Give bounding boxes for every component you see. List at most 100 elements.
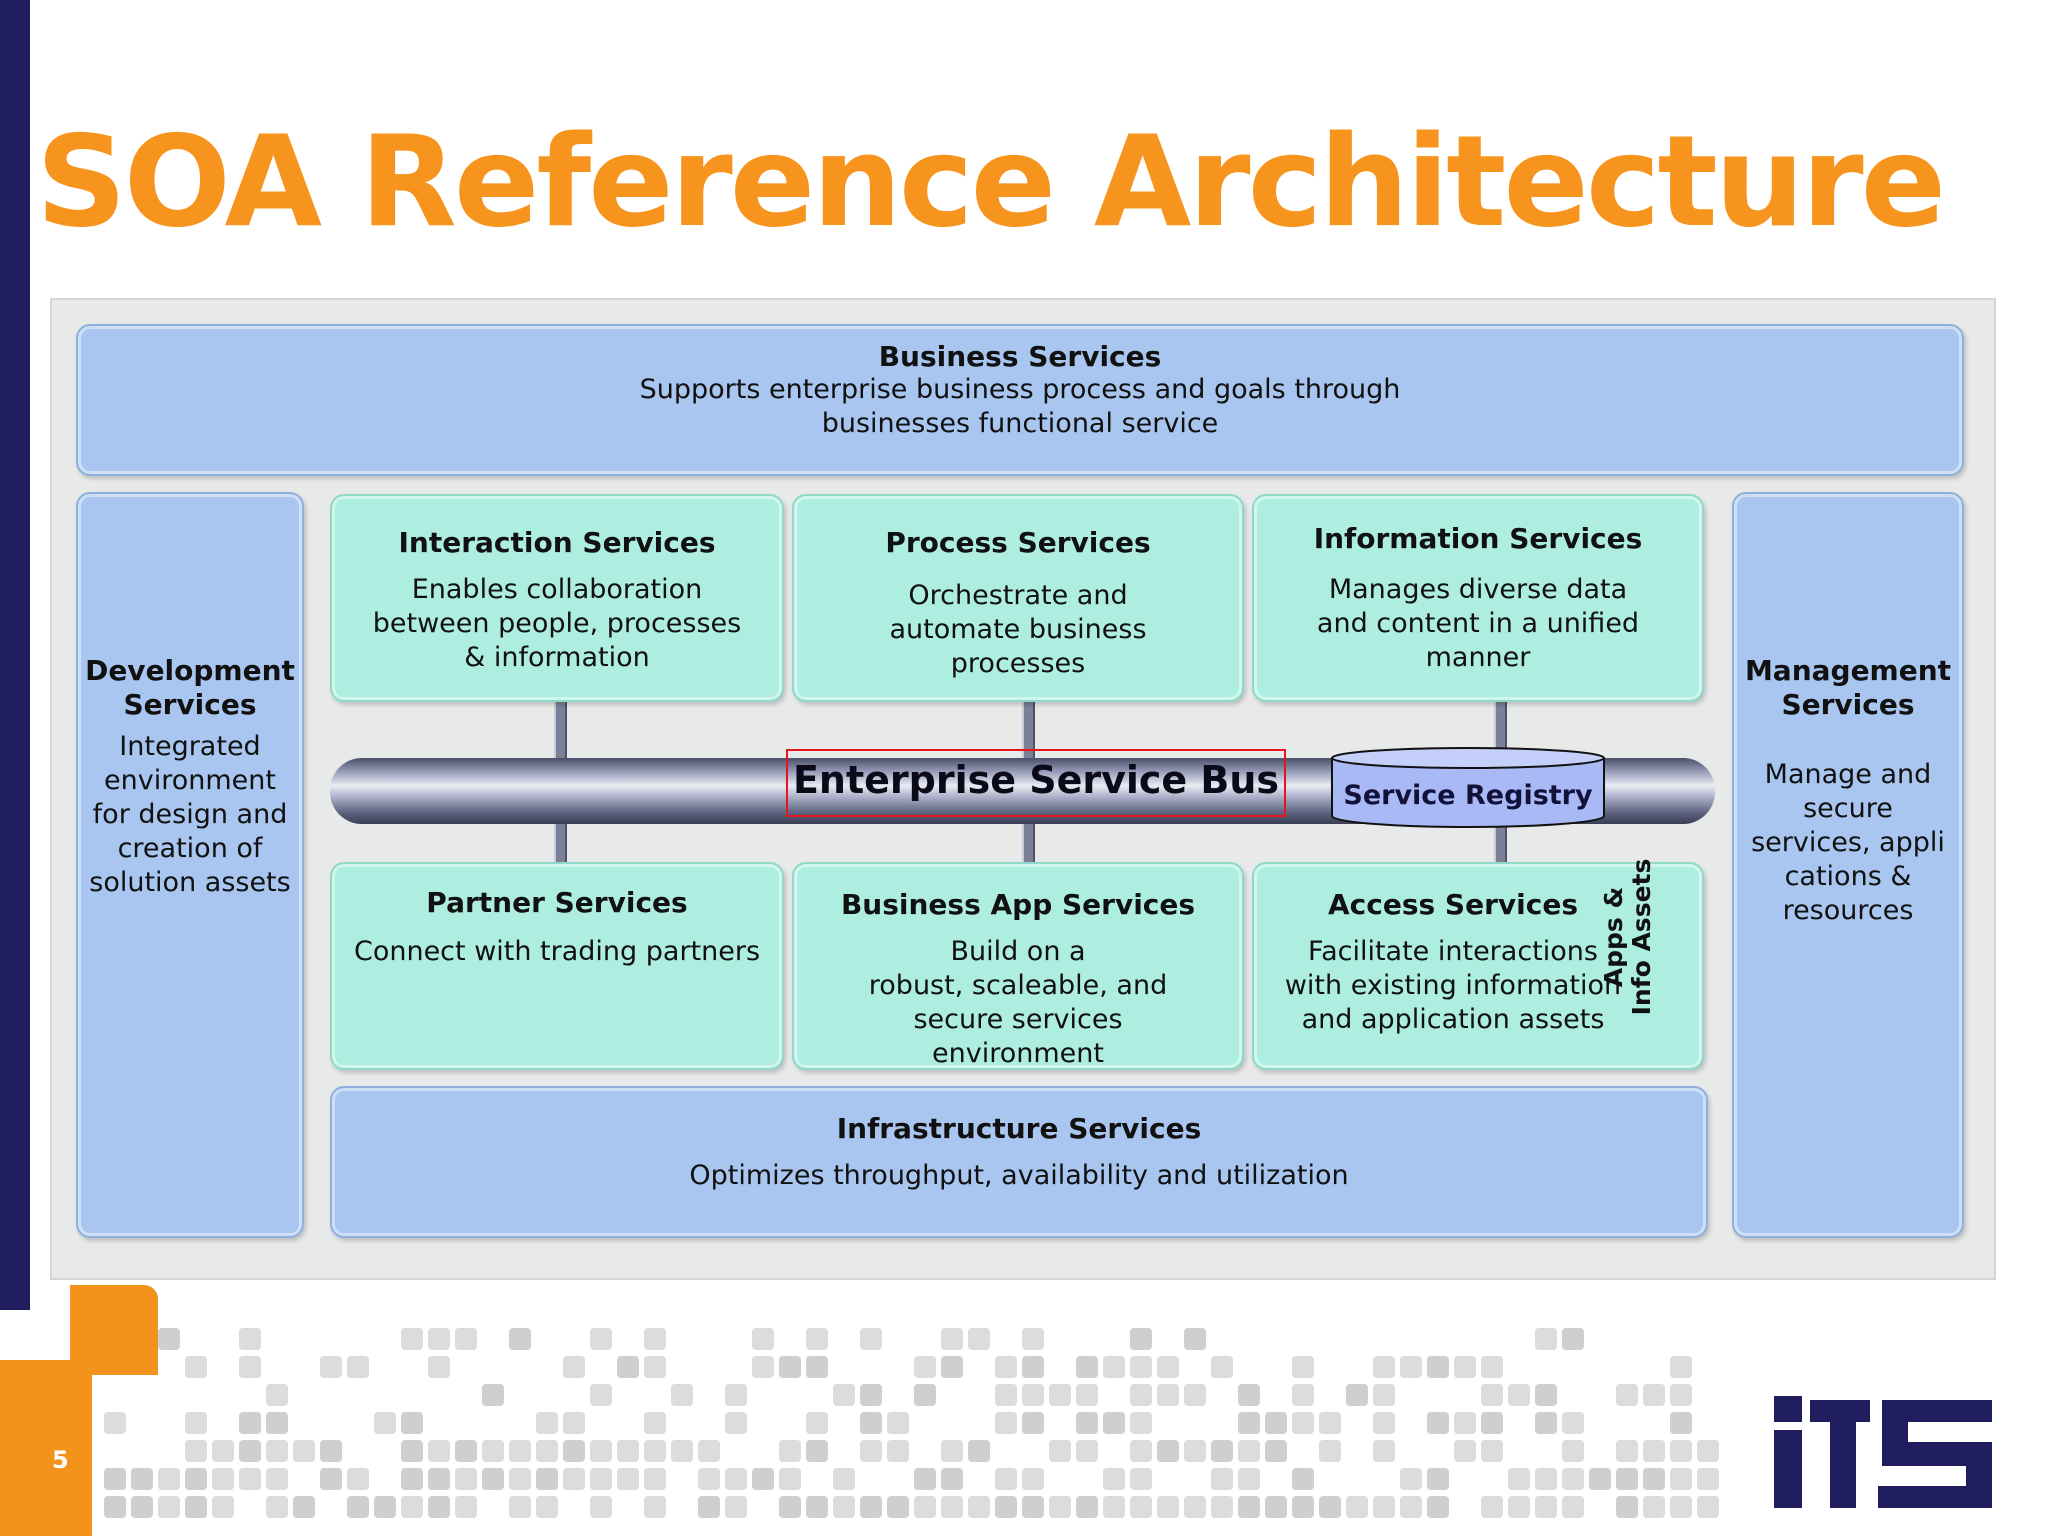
process-services-desc-1: Orchestrate and: [908, 580, 1128, 611]
pixel-block: [1427, 1356, 1449, 1378]
access-services-desc-3: and application assets: [1301, 1004, 1605, 1035]
pixel-block: [1670, 1496, 1692, 1518]
pixel-block: [1184, 1496, 1206, 1518]
pixel-block: [1076, 1384, 1098, 1406]
pixel-block: [1157, 1496, 1179, 1518]
pixel-block: [509, 1440, 531, 1462]
information-services-box: Information Services Manages diverse dat…: [1252, 494, 1704, 702]
pixel-block: [833, 1468, 855, 1490]
pixel-block: [1589, 1468, 1611, 1490]
pixel-block: [1535, 1496, 1557, 1518]
interaction-services-title: Interaction Services: [398, 526, 716, 559]
interaction-services-desc-3: & information: [464, 642, 650, 673]
pixel-block: [1022, 1328, 1044, 1350]
pixel-block: [185, 1496, 207, 1518]
pixel-block: [185, 1412, 207, 1434]
development-services-box: Development Services Integrated environm…: [76, 492, 304, 1238]
business-app-services-desc-1: Build on a: [950, 936, 1086, 967]
pixel-block: [1211, 1468, 1233, 1490]
pixel-block: [509, 1496, 531, 1518]
pixel-block: [779, 1356, 801, 1378]
pixel-block: [806, 1356, 828, 1378]
pixel-block: [1481, 1412, 1503, 1434]
pixel-block: [860, 1496, 882, 1518]
pixel-block: [914, 1384, 936, 1406]
pixel-block: [1130, 1328, 1152, 1350]
pixel-block: [914, 1496, 936, 1518]
pixel-block: [1238, 1440, 1260, 1462]
pixel-block: [1697, 1440, 1719, 1462]
business-services-desc-2: businesses functional service: [821, 408, 1219, 439]
pixel-block: [1643, 1384, 1665, 1406]
pixel-block: [617, 1440, 639, 1462]
pixel-block: [536, 1468, 558, 1490]
pixel-block: [1616, 1440, 1638, 1462]
interaction-services-desc-1: Enables collaboration: [411, 574, 703, 605]
pixel-block: [914, 1468, 936, 1490]
pixel-block: [698, 1440, 720, 1462]
pixel-block: [509, 1328, 531, 1350]
pixel-block: [1319, 1440, 1341, 1462]
pixel-block: [1400, 1356, 1422, 1378]
pixel-block: [1427, 1496, 1449, 1518]
pixel-block: [1157, 1384, 1179, 1406]
pixel-block: [1103, 1412, 1125, 1434]
pixel-block: [239, 1440, 261, 1462]
infrastructure-services-desc: Optimizes throughput, availability and u…: [689, 1160, 1349, 1191]
pixel-block: [806, 1440, 828, 1462]
pixel-block: [941, 1328, 963, 1350]
pixel-block: [1049, 1440, 1071, 1462]
pixel-block: [104, 1496, 126, 1518]
management-services-desc-5: resources: [1782, 895, 1914, 926]
pixel-block: [995, 1496, 1017, 1518]
management-services-title-1: Management: [1744, 654, 1952, 687]
pixel-block: [401, 1328, 423, 1350]
development-services-desc-3: for design and: [92, 799, 288, 830]
pixel-block: [1616, 1468, 1638, 1490]
pixel-block: [752, 1356, 774, 1378]
pixel-block: [1022, 1412, 1044, 1434]
pixel-block: [239, 1468, 261, 1490]
service-registry-label: Service Registry: [1343, 780, 1593, 811]
partner-services-desc-1: Connect with trading partners: [353, 936, 761, 967]
pixel-block: [1103, 1356, 1125, 1378]
pixel-block: [1049, 1496, 1071, 1518]
information-services-desc-2: and content in a unified: [1316, 608, 1640, 639]
pixel-block: [1427, 1412, 1449, 1434]
pixel-block: [1319, 1412, 1341, 1434]
pixel-block: [995, 1412, 1017, 1434]
pixel-block: [482, 1384, 504, 1406]
pixel-block: [536, 1440, 558, 1462]
pixel-block: [1238, 1468, 1260, 1490]
apps-info-assets-line-1: Apps &: [1599, 886, 1628, 988]
business-app-services-desc-2: robust, scaleable, and: [868, 970, 1168, 1001]
pixel-block: [1238, 1496, 1260, 1518]
its-logo: [1774, 1396, 1992, 1508]
pixel-block: [1130, 1496, 1152, 1518]
pixel-block: [941, 1440, 963, 1462]
pixel-block: [1022, 1384, 1044, 1406]
pixel-block: [968, 1496, 990, 1518]
pixel-block: [428, 1356, 450, 1378]
pixel-block: [482, 1440, 504, 1462]
enterprise-service-bus-highlight: [786, 749, 1286, 817]
access-services-title: Access Services: [1327, 888, 1578, 921]
pixel-block: [455, 1440, 477, 1462]
pixel-block: [644, 1328, 666, 1350]
pixel-block: [131, 1496, 153, 1518]
pixel-block: [266, 1468, 288, 1490]
pixel-block: [1157, 1440, 1179, 1462]
pixel-block: [968, 1328, 990, 1350]
pixel-block: [563, 1440, 585, 1462]
interaction-services-desc-2: between people, processes: [372, 608, 742, 639]
management-services-desc-4: cations &: [1784, 861, 1912, 892]
information-services-desc-3: manner: [1425, 642, 1531, 673]
pixel-block: [995, 1356, 1017, 1378]
pixel-block: [806, 1496, 828, 1518]
pixel-block: [1346, 1496, 1368, 1518]
pixel-block: [266, 1440, 288, 1462]
pixel-block: [671, 1384, 693, 1406]
database-icon: [1331, 747, 1605, 828]
pixel-block: [860, 1328, 882, 1350]
pixel-block: [293, 1496, 315, 1518]
